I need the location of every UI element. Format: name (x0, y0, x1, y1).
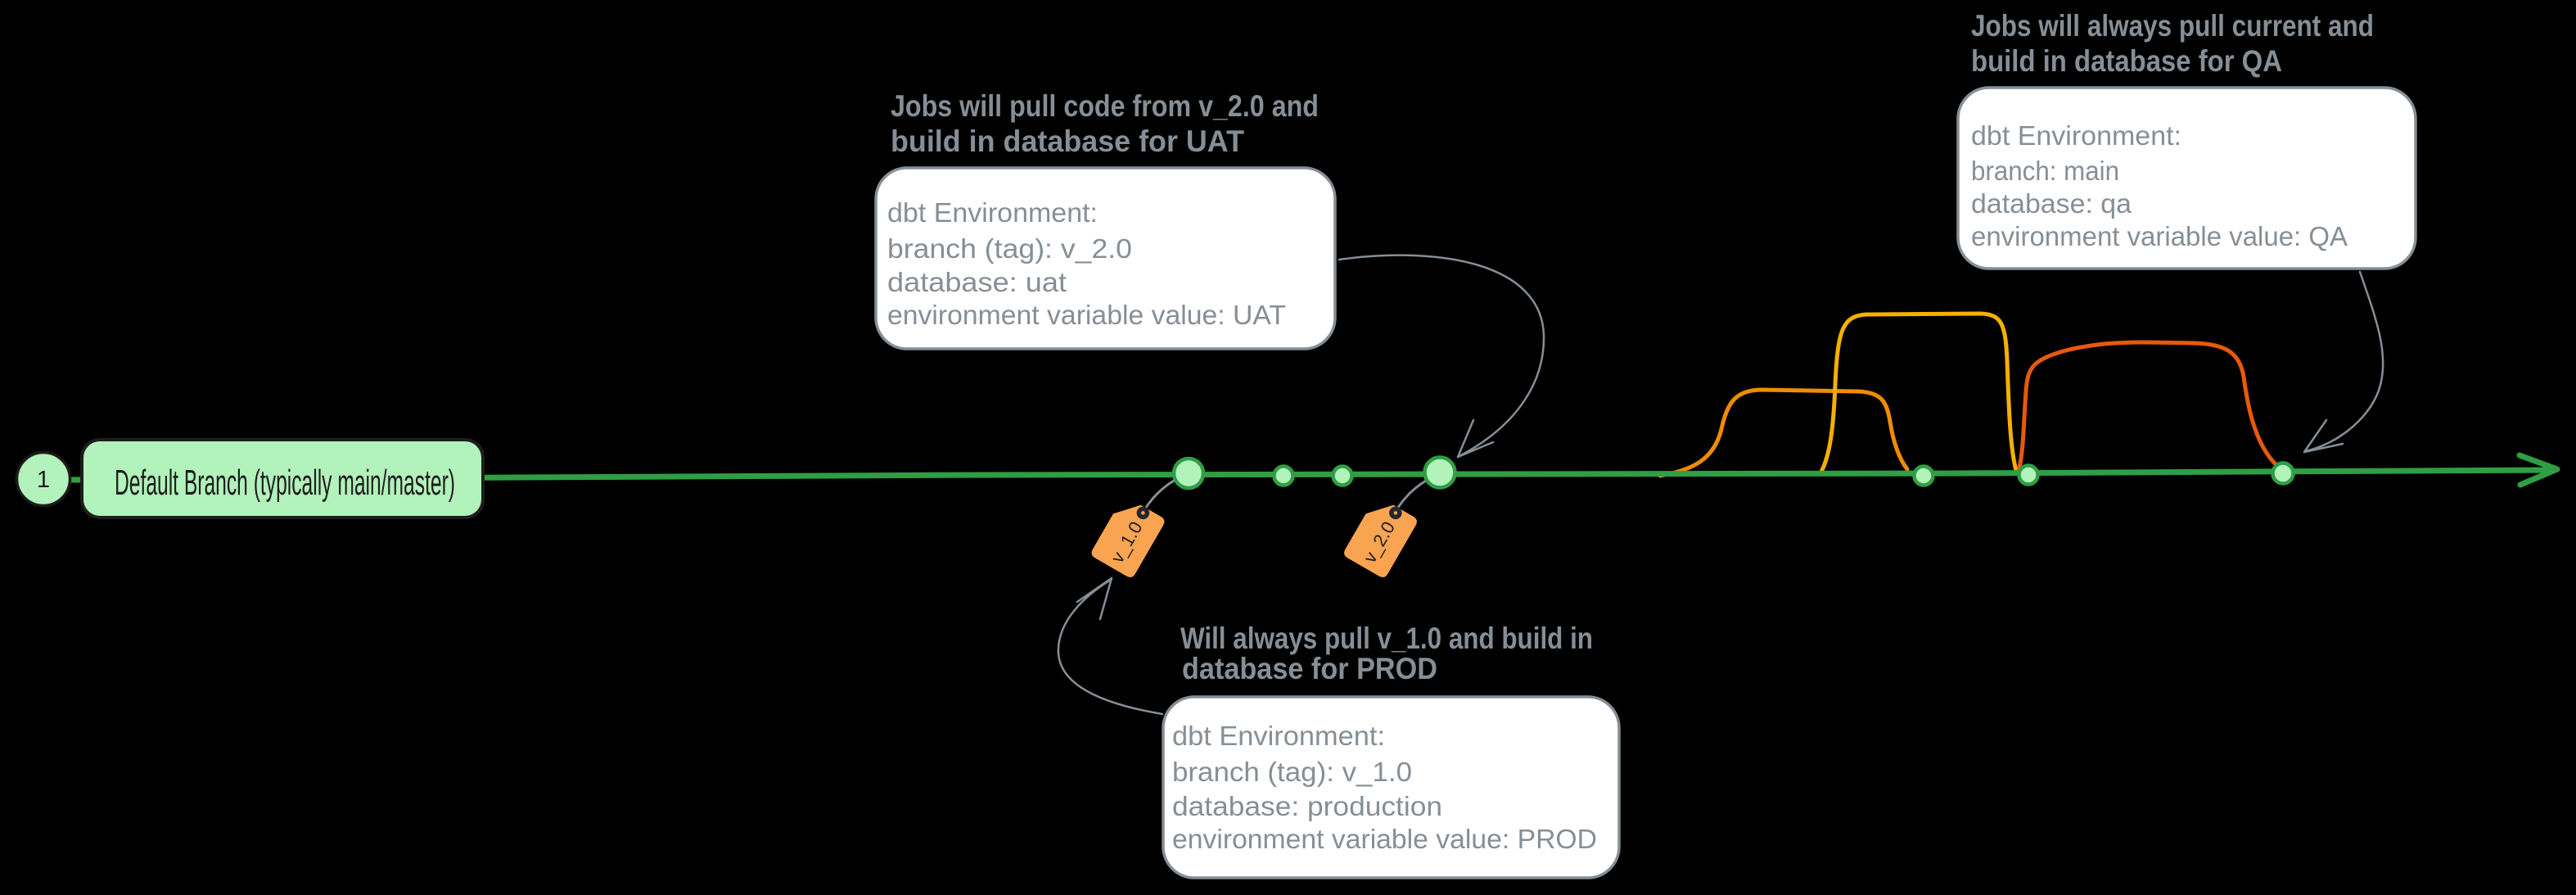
svg-text:dbt Environment:: dbt Environment: (887, 197, 1098, 228)
svg-text:Jobs will always pull current: Jobs will always pull current and (1971, 9, 2374, 43)
svg-text:Will always pull v_1.0 and bui: Will always pull v_1.0 and build in (1180, 622, 1593, 655)
svg-text:database: qa: database: qa (1971, 188, 2132, 219)
svg-text:branch: main: branch: main (1971, 156, 2119, 186)
svg-text:environment variable value: QA: environment variable value: QA (1971, 221, 2348, 251)
svg-text:1: 1 (37, 467, 50, 493)
svg-text:environment variable value: UA: environment variable value: UAT (887, 300, 1286, 330)
svg-text:branch (tag): v_1.0: branch (tag): v_1.0 (1172, 757, 1412, 787)
svg-text:Jobs will pull code from v_2.0: Jobs will pull code from v_2.0 and (891, 89, 1319, 123)
svg-text:database: uat: database: uat (887, 267, 1067, 297)
svg-text:environment variable value: PR: environment variable value: PROD (1172, 824, 1597, 854)
svg-text:database: production: database: production (1172, 791, 1442, 821)
svg-text:dbt Environment:: dbt Environment: (1971, 120, 2181, 151)
svg-text:Default Branch (typically main: Default Branch (typically main/master) (115, 463, 455, 503)
svg-text:branch (tag): v_2.0: branch (tag): v_2.0 (887, 233, 1132, 264)
svg-text:dbt Environment:: dbt Environment: (1172, 721, 1385, 751)
svg-text:build in database for UAT: build in database for UAT (891, 124, 1244, 158)
svg-text:database for PROD: database for PROD (1182, 652, 1437, 685)
svg-text:build in database for QA: build in database for QA (1971, 44, 2282, 78)
